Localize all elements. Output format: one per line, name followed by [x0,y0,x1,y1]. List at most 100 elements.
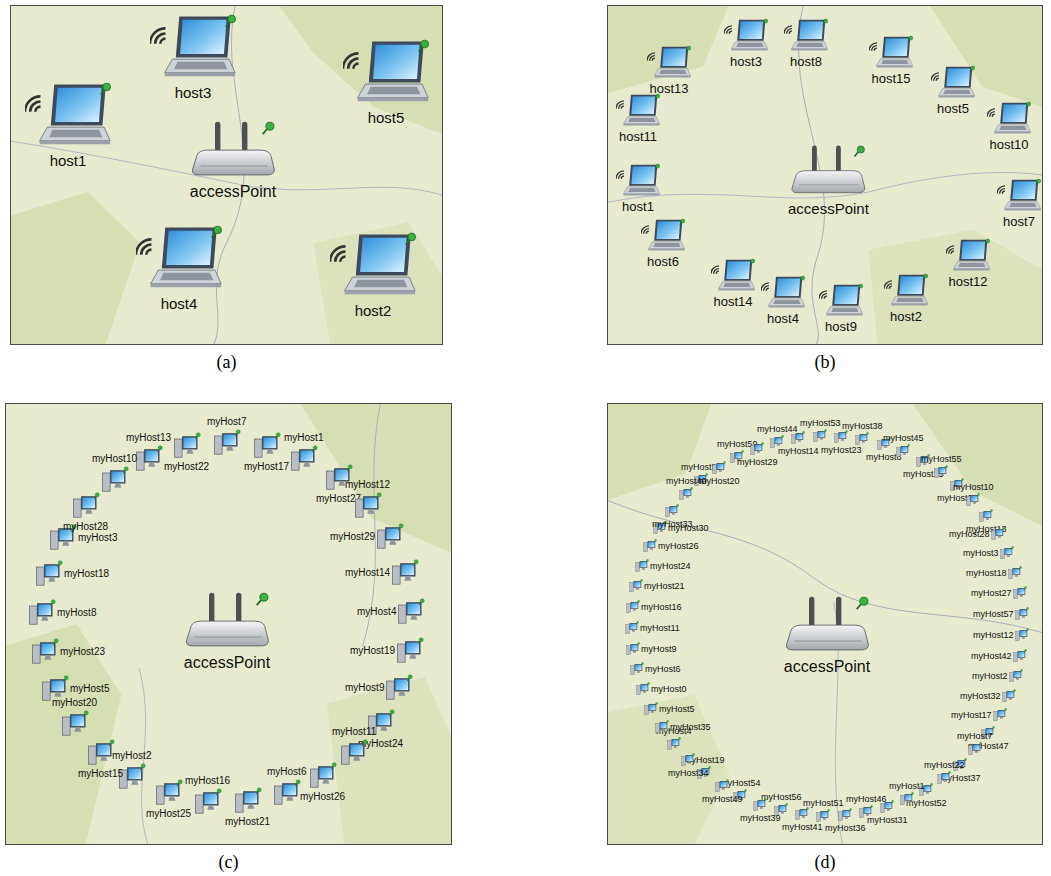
pc-tower [731,454,735,463]
node-label: myHost42 [971,651,1012,661]
laptop-keyboard [653,243,680,247]
node-label: myHost25 [146,808,191,820]
pin-head [742,451,744,453]
pin-head [751,259,755,263]
pc-tower [355,499,363,517]
pin-head [858,146,865,153]
node-label: accessPoint [184,654,270,672]
node-label: myHost17 [244,461,289,473]
monitor-frame [755,444,763,451]
laptop-icon [997,178,1041,214]
host-node: host4 [136,224,222,312]
laptop-icon-box [641,218,685,254]
router-icon [188,120,278,182]
desktop-icon-box [340,739,368,767]
monitor-screen [165,785,178,796]
laptop-base [358,84,429,98]
laptop-edge [994,132,1030,134]
node-label: host5 [368,109,405,126]
laptop-icon-box [946,238,990,274]
desktop-icon [1009,669,1023,683]
label-wrap: host14 [713,295,752,310]
monitor-frame [1004,548,1012,555]
monitor-frame [670,506,678,513]
node-label: myHost5 [659,704,695,714]
host-node: myHost11 [625,621,680,635]
monitor-screen [1020,610,1026,615]
laptop-screen [373,45,419,79]
label-wrap: myHost12 [345,479,390,491]
host-node: myHost4 [357,598,425,626]
host-node: myHost27 [971,586,1027,600]
label-wrap: accessPoint [190,183,276,201]
pin-head [409,675,413,679]
router-seam [795,641,862,642]
map-patch [607,695,729,845]
label-wrap: myHost4 [357,606,396,618]
laptop-edge [654,76,690,78]
wireless-wave [931,73,939,81]
laptop-screen-frame [832,285,860,306]
monitor-screen [387,529,400,540]
monitor-stand [823,818,827,820]
pin-head [408,233,416,241]
node-label: myHost6 [645,664,681,674]
desktop-icon [838,808,852,822]
monitor-screen [407,643,420,654]
node-label: myHost11 [640,623,680,633]
desktop-icon-box [391,559,419,587]
desktop-icon-box [679,487,693,501]
label-wrap: myHost25 [146,808,191,820]
laptop-keyboard [659,70,686,74]
desktop-icon [397,598,425,626]
label-wrap: myHost23 [60,646,105,658]
host-node: myHost57 [973,607,1029,621]
monitor-screen [819,432,825,437]
wireless-wave [824,296,827,299]
host-node: myHost21 [225,787,270,828]
laptop-screen [961,242,985,260]
monitor-frame [758,800,766,807]
laptop-edge [791,49,827,51]
monitor-stand [672,513,676,515]
monitor-frame [44,564,59,577]
node-label: myHost49 [702,794,743,804]
label-wrap: myHost14 [345,567,390,579]
laptop-icon-box [136,224,222,294]
laptop-icon-box [616,163,660,199]
laptop-keyboard [736,43,763,47]
wireless-wave [340,257,345,262]
monitor-screen [840,433,846,438]
desktop-icon-box [87,739,115,767]
pin-head [414,560,418,564]
label-wrap: myHost12 [973,630,1014,640]
monitor-screen [52,681,65,692]
pin-head [54,639,58,643]
pin-head [965,758,967,760]
wireless-wave [729,31,732,34]
pc-tower [342,746,350,764]
host-node: myHost19 [350,637,424,665]
monitor-stand [642,568,646,570]
laptop-icon-box [931,65,975,101]
pc-tower [860,809,864,818]
monitor-stand [903,453,907,455]
desktop-icon [1000,546,1014,560]
laptop-screen-frame [162,227,217,268]
monitor-frame [81,496,96,509]
pc-tower [667,741,671,750]
monitor-frame [717,463,725,470]
pin-head [296,779,300,783]
wireless-wave [869,43,877,51]
wireless-wave [141,244,151,254]
host-node: myHost16 [185,775,230,816]
node-label: myHost22 [924,760,965,770]
node-label: myHost28 [949,529,990,539]
pin-head [390,710,394,714]
label-wrap: accessPoint [784,658,870,676]
laptop-keyboard [723,283,750,287]
pin-head [908,445,910,447]
monitor-frame [110,470,125,483]
laptop-edge [165,73,236,76]
wireless-wave [787,29,792,34]
